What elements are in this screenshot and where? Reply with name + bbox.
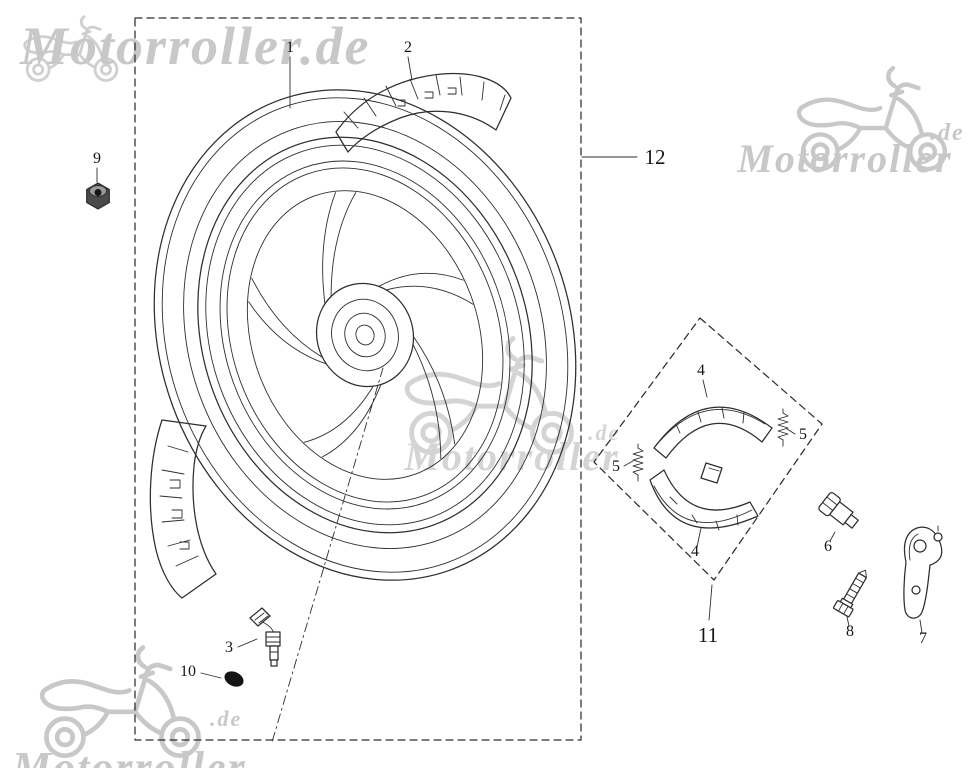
rim-lip-inner — [226, 167, 504, 503]
brake-shoe-bottom — [649, 469, 759, 531]
tread-lines — [159, 445, 199, 567]
part-label-8: 8 — [846, 623, 854, 640]
leader-line-10 — [200, 672, 222, 679]
brake-spring-left — [632, 443, 644, 482]
spoke-field-edge — [246, 190, 484, 480]
part-label-5-right: 5 — [799, 426, 807, 443]
watermark-center: .de Motorroller — [403, 339, 620, 479]
leader-line-8 — [846, 616, 850, 627]
tread-patch-bottom — [149, 419, 217, 599]
leader-line-5-right — [786, 428, 796, 435]
tire-and-rim — [153, 89, 577, 581]
watermark-bottom-left: .de Motorroller — [11, 647, 247, 768]
part-label-11: 11 — [698, 623, 718, 647]
part-10-drawing — [224, 671, 244, 687]
brake-shoe-top — [653, 406, 773, 459]
brake-spring-right — [777, 408, 789, 447]
leader-line-6 — [829, 531, 836, 542]
watermark-tld: .de — [210, 706, 242, 731]
part-label-4-top: 4 — [697, 362, 705, 379]
tread-lines — [343, 74, 506, 129]
part-label-12: 12 — [645, 145, 666, 169]
rim-line — [205, 144, 525, 526]
leader-line-2 — [407, 56, 413, 81]
leader-line-7 — [919, 619, 923, 634]
watermark-text: Motorroller — [736, 136, 952, 181]
tire-outline-inner — [161, 97, 569, 573]
part-label-1: 1 — [286, 39, 294, 56]
brake-assembly-box — [593, 317, 823, 581]
part-label-3: 3 — [225, 639, 233, 656]
brake-cam — [700, 462, 723, 484]
part-label-10: 10 — [180, 663, 196, 680]
leader-line-5-left — [623, 460, 634, 467]
part-label-5-left: 5 — [612, 458, 620, 475]
valve-stem-drawing — [249, 607, 281, 667]
wheel-spokes — [248, 192, 474, 459]
rim-lip — [219, 160, 511, 510]
leader-lines — [96, 56, 923, 679]
main-assembly-box — [134, 17, 582, 741]
tire-shoulder — [183, 121, 547, 549]
axle-centerline — [271, 367, 384, 743]
watermark-text: Motorroller — [403, 434, 619, 479]
leader-line-4-bottom — [696, 527, 702, 548]
tread-patch-top — [335, 72, 512, 153]
part-label-2: 2 — [404, 39, 412, 56]
leader-line-4-top — [702, 379, 708, 398]
part-label-6: 6 — [824, 538, 832, 555]
leader-line-11 — [708, 584, 713, 621]
watermark-tld: .de — [588, 420, 620, 445]
rim-outer — [197, 136, 533, 534]
bracket-drawing-7 — [903, 525, 943, 619]
screw-drawing-8 — [832, 569, 868, 618]
leader-line-3 — [237, 638, 258, 648]
watermark-text: Motorroller — [11, 743, 247, 768]
part-label-9: 9 — [93, 150, 101, 167]
rear-wheel-drawing — [149, 72, 577, 743]
bolt-drawing-6 — [818, 492, 859, 529]
watermark-tld: .de — [930, 120, 965, 146]
axle-nut-drawing — [86, 182, 110, 210]
watermark-top-left: Motorroller.de — [19, 15, 371, 82]
watermark-top-right: .de Motorroller — [736, 68, 965, 181]
part-label-7: 7 — [919, 630, 927, 647]
watermark-text: Motorroller.de — [19, 16, 371, 76]
part-label-4-bottom: 4 — [691, 543, 699, 560]
brake-shoe-assembly — [593, 317, 823, 581]
wheel-hub — [315, 282, 415, 388]
tire-outline — [153, 89, 577, 581]
